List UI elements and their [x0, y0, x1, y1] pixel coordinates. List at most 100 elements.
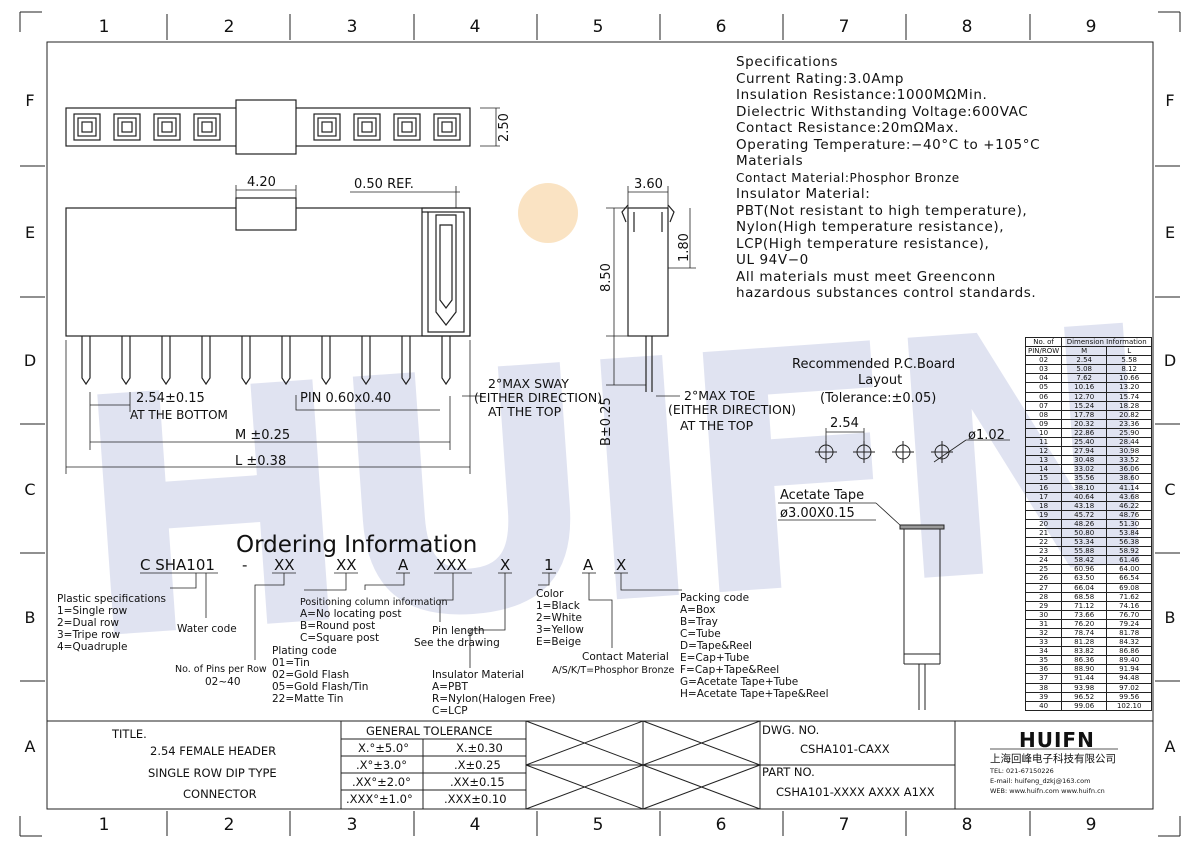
l-dim-cell: 89.40 — [1106, 655, 1153, 666]
pin-count-cell: 11 — [1024, 437, 1063, 448]
pin-count-cell: 39 — [1024, 691, 1063, 702]
pin-count-cell: 32 — [1024, 627, 1063, 639]
part-label: PART NO. — [762, 765, 815, 779]
pin — [281, 336, 291, 386]
pin-count-cell: 16 — [1024, 482, 1063, 493]
pin-count-cell: 23 — [1024, 546, 1063, 557]
row-label: E — [25, 223, 35, 242]
spec-line: PBT(Not resistant to high temperature), — [736, 202, 1028, 219]
spec-line: Nylon(High temperature resistance), — [736, 219, 1005, 235]
l-dim-cell: 20.82 — [1106, 409, 1153, 420]
table-header-row: PIN/ROW M L — [1024, 346, 1153, 357]
m-dim-cell: 43.18 — [1061, 500, 1108, 511]
col-label: 3 — [347, 17, 358, 37]
title-block — [47, 720, 1153, 810]
m-dim-cell: 30.48 — [1061, 455, 1108, 466]
l-dim-cell: 94.48 — [1106, 673, 1153, 684]
l-dim-cell: 43.68 — [1106, 491, 1153, 502]
pin-count-cell: 08 — [1024, 409, 1063, 420]
spec-line: Insulator Material: — [736, 186, 871, 202]
row-label: B — [25, 608, 36, 627]
l-dim-cell: 56.38 — [1106, 537, 1153, 548]
m-dim-cell: 12.70 — [1061, 391, 1108, 402]
specifications-block: Specifications Current Rating:3.0Amp Ins… — [736, 54, 1076, 302]
l-dim-cell: 41.14 — [1106, 482, 1153, 493]
toe-line-2: (EITHER DIRECTION) — [668, 402, 796, 417]
pin-count-cell: 37 — [1024, 673, 1063, 684]
ordering-title: Ordering Information — [236, 532, 477, 558]
dim-pitch: 2.54±0.15 — [136, 391, 205, 406]
l-dim-cell: 48.76 — [1106, 509, 1153, 520]
spec-line: UL 94V−0 — [736, 252, 809, 268]
col-label: 4 — [470, 17, 481, 37]
sway-line-1: 2°MAX SWAY — [488, 376, 569, 391]
dim-0-50-ref: 0.50 REF. — [354, 177, 414, 192]
ordering-code: C SHA101 - XX XX A XXX X 1 A X — [140, 556, 626, 574]
pcb-pitch: 2.54 — [830, 416, 859, 431]
gt-header: GENERAL TOLERANCE — [366, 724, 493, 738]
row-label: C — [24, 480, 35, 499]
m-dim-cell: 58.42 — [1061, 555, 1108, 566]
dim-l: L ±0.38 — [235, 454, 286, 469]
m-dim-cell: 27.94 — [1061, 446, 1108, 457]
l-dim-cell: 97.02 — [1106, 682, 1153, 693]
l-dim-cell: 10.66 — [1106, 373, 1153, 384]
m-dim-cell: 35.56 — [1061, 473, 1108, 484]
front-view — [65, 185, 482, 474]
l-dim-cell: 84.32 — [1106, 637, 1153, 648]
pin-count-cell: 36 — [1024, 664, 1063, 675]
m-dim-cell: 10.16 — [1061, 382, 1108, 393]
col-label: 5 — [593, 17, 604, 37]
l-dim-cell: 46.22 — [1106, 500, 1153, 511]
front-view-dims: 4.20 0.50 REF. 2.54±0.15 AT THE BOTTOM P… — [130, 175, 602, 469]
l-dim-cell: 18.28 — [1106, 400, 1153, 411]
title-label: TITLE. — [111, 727, 147, 741]
spec-line: Operating Temperature:−40°C to +105°C — [736, 136, 1041, 153]
title-line: 2.54 FEMALE HEADER — [150, 744, 276, 758]
pin-count-cell: 13 — [1024, 455, 1063, 466]
table-header: PIN/ROW — [1024, 346, 1063, 357]
dim-m: M ±0.25 — [235, 428, 290, 443]
dwg-label: DWG. NO. — [762, 723, 819, 737]
row-label: F — [1165, 91, 1174, 110]
pin-count-cell: 38 — [1024, 682, 1063, 693]
pcb-subtitle: Layout — [858, 373, 902, 388]
m-dim-cell: 91.44 — [1061, 673, 1108, 684]
m-dim-cell: 78.74 — [1061, 627, 1108, 639]
pin-count-cell: 26 — [1024, 573, 1063, 584]
frame-col-labels: 1 2 3 4 5 6 7 8 9 1 2 3 4 5 6 7 8 9 — [99, 17, 1097, 835]
m-dim-cell: 68.58 — [1061, 591, 1108, 602]
sway-line-3: AT THE TOP — [488, 404, 562, 419]
spec-line: LCP(High temperature resistance), — [736, 235, 990, 252]
side-view-dims: 3.60 8.50 1.80 B±0.25 2°MAX TOE (EITHER … — [599, 177, 796, 446]
code-part: A — [583, 556, 594, 574]
title-line: CONNECTOR — [183, 787, 257, 801]
watermark-text: HUIFN — [63, 257, 1156, 715]
pin — [201, 336, 211, 386]
spec-line: Contact Material:Phosphor Bronze — [736, 170, 960, 185]
col-label: 2 — [224, 815, 235, 835]
table-header: M — [1061, 346, 1108, 357]
col-label: 7 — [839, 815, 850, 835]
l-dim-cell: 28.44 — [1106, 437, 1153, 448]
gt-cell: .XXX°±1.0° — [346, 792, 413, 806]
